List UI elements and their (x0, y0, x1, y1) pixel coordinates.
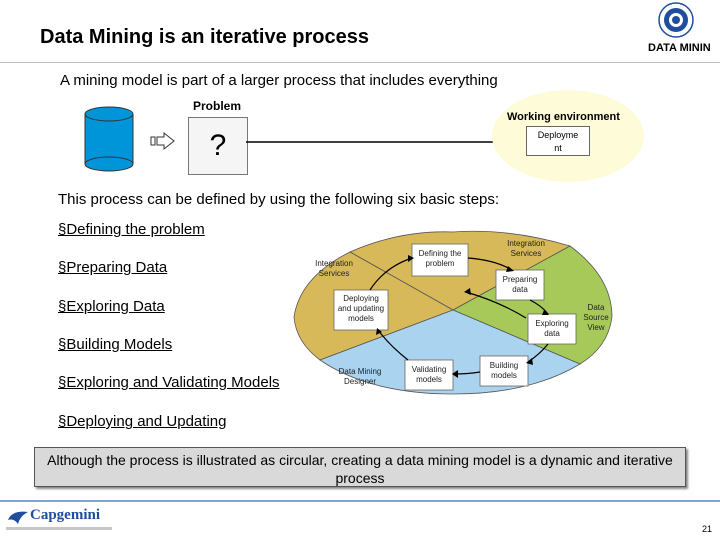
step-exploring-validating[interactable]: §Exploring and Validating Models (58, 374, 280, 391)
diagram-integration-top-1: Integration (507, 239, 545, 248)
block-arrow-icon (150, 131, 175, 151)
diagram-deploying-2: and updating (338, 304, 384, 313)
diagram-deploying-1: Deploying (343, 294, 379, 303)
diagram-building-1: Building (490, 361, 518, 370)
step-deploying-updating[interactable]: §Deploying and Updating (58, 413, 227, 430)
capgemini-logo-text: Capgemini (30, 507, 101, 523)
diagram-dsv-3: View (587, 323, 604, 332)
working-environment-label: Working environment (507, 111, 620, 123)
logo-underline (6, 527, 112, 530)
diagram-exploring-2: data (544, 329, 560, 338)
diagram-defining-1: Defining the (419, 249, 462, 258)
capgemini-spade-icon (8, 511, 28, 524)
deployment-label-2: nt (554, 143, 562, 153)
header-divider (0, 62, 720, 63)
step-exploring-data[interactable]: §Exploring Data (58, 298, 165, 315)
diagram-integration-top-2: Services (511, 249, 542, 258)
diagram-integration-left-1: Integration (315, 259, 353, 268)
target-logo-icon (658, 2, 694, 38)
deployment-box: Deployme nt (526, 126, 590, 156)
diagram-dsv-1: Data (588, 303, 605, 312)
database-cylinder-icon (84, 106, 134, 172)
step-preparing-data[interactable]: §Preparing Data (58, 259, 168, 276)
diagram-integration-left-2: Services (319, 269, 350, 278)
diagram-exploring-1: Exploring (535, 319, 568, 328)
diagram-validating-2: models (416, 375, 442, 384)
process-cycle-diagram: Defining the problem Integration Service… (293, 230, 613, 395)
deployment-label-1: Deployme (537, 130, 579, 140)
diagram-defining-2: problem (426, 259, 455, 268)
diagram-preparing-2: data (512, 285, 528, 294)
page-number: 21 (702, 524, 713, 534)
footer-divider (0, 500, 720, 502)
diagram-preparing-1: Preparing (503, 275, 538, 284)
iterative-note: Although the process is illustrated as c… (34, 447, 686, 487)
diagram-dsv-2: Source (583, 313, 609, 322)
steps-intro: This process can be defined by using the… (58, 191, 500, 208)
diagram-designer-1: Data Mining (339, 367, 382, 376)
brand-text: DATA MININ (648, 42, 711, 54)
problem-box: ? (188, 117, 248, 175)
diagram-designer-2: Designer (344, 377, 376, 386)
diagram-building-2: models (491, 371, 517, 380)
flow-arrow-icon (246, 136, 529, 148)
problem-label: Problem (193, 99, 242, 113)
step-defining-problem[interactable]: §Defining the problem (58, 221, 205, 238)
diagram-validating-1: Validating (412, 365, 447, 374)
step-building-models[interactable]: §Building Models (58, 336, 173, 353)
slide-title: Data Mining is an iterative process (40, 26, 369, 48)
question-mark: ? (209, 129, 227, 162)
diagram-deploying-3: models (348, 314, 374, 323)
intro-text: A mining model is part of a larger proce… (60, 72, 498, 89)
